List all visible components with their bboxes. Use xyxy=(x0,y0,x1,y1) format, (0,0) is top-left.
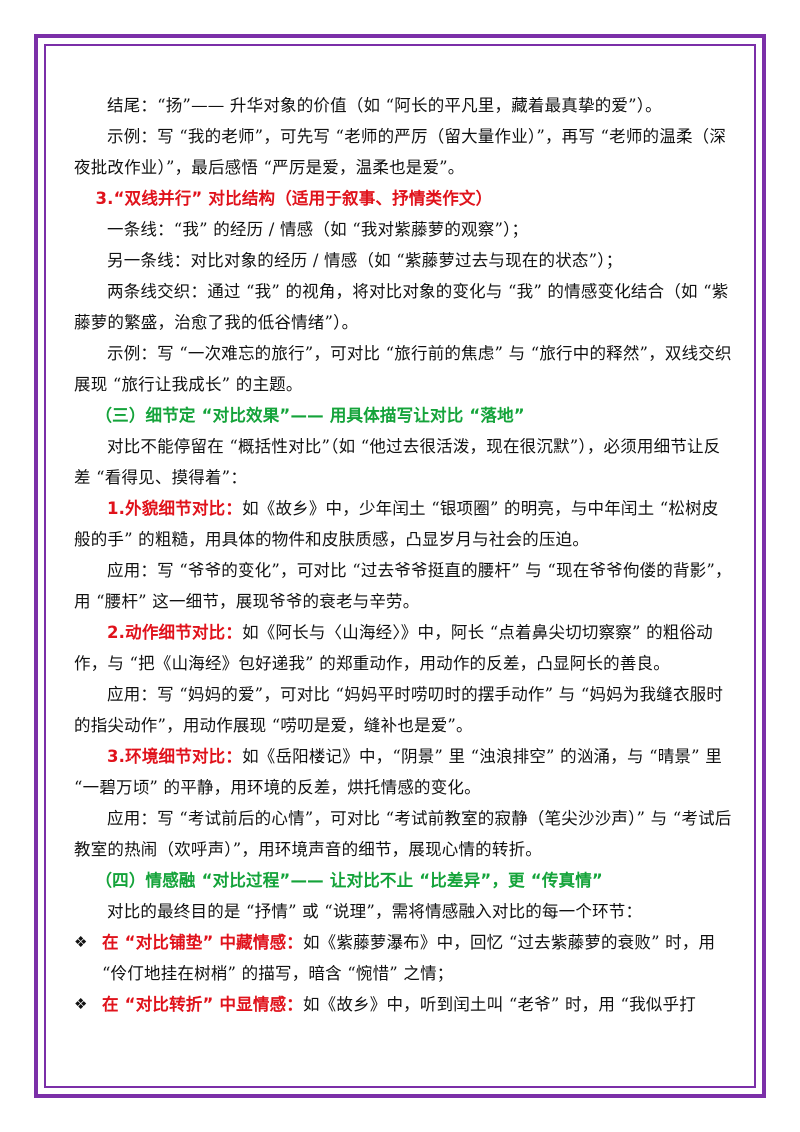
item-environment-label: 3.环境细节对比： xyxy=(107,747,243,766)
item-appearance-label: 1.外貌细节对比： xyxy=(107,499,243,518)
bullet-item-turn: ❖ 在 “对比转折” 中显情感：如《故乡》中，听到闰土叫 “老爷” 时，用 “我似… xyxy=(74,989,734,1020)
paragraph-details-intro: 对比不能停留在 “概括性对比”（如 “他过去很活泼，现在很沉默”），必须用细节让… xyxy=(74,437,721,487)
item-action-text: 如《阿长与〈山海经〉》中，阿长 “点着鼻尖切切察察” 的粗俗动作，与 “把《山海… xyxy=(74,623,713,673)
paragraph-line-two: 另一条线：对比对象的经历 / 情感（如 “紫藤萝过去与现在的状态”）； xyxy=(107,251,623,270)
document-body: 结尾：“扬”—— 升华对象的价值（如 “阿长的平凡里，藏着最真挚的爱”）。 示例… xyxy=(74,90,734,1020)
page-border-inner xyxy=(44,44,756,1088)
item-appearance-text: 如《故乡》中，少年闰土 “银项圈” 的明亮，与中年闰土 “松树皮般的手” 的粗糙… xyxy=(74,499,719,549)
bullet-item-setup: ❖ 在 “对比铺垫” 中藏情感：如《紫藤萝瀑布》中，回忆 “过去紫藤萝的衰败” 时… xyxy=(74,927,734,989)
diamond-bullet-icon: ❖ xyxy=(74,995,88,1013)
paragraph-example-trip: 示例：写 “一次难忘的旅行”，可对比 “旅行前的焦虑” 与 “旅行中的释然”，双… xyxy=(74,344,732,394)
paragraph-ending: 结尾：“扬”—— 升华对象的价值（如 “阿长的平凡里，藏着最真挚的爱”）。 xyxy=(107,96,662,115)
paragraph-lines-interweave: 两条线交织：通过 “我” 的视角，将对比对象的变化与 “我” 的情感变化结合（如… xyxy=(74,282,729,332)
bullet-turn-text: 如《故乡》中，听到闰土叫 “老爷” 时，用 “我似乎打 xyxy=(302,995,696,1014)
paragraph-application-grandpa: 应用：写 “爷爷的变化”，可对比 “过去爷爷挺直的腰杆” 与 “现在爷爷佝偻的背… xyxy=(74,561,732,611)
heading-double-line: 3.“双线并行” 对比结构（适用于叙事、抒情类作文） xyxy=(95,189,493,208)
section-heading-details: （三）细节定 “对比效果”—— 用具体描写让对比 “落地” xyxy=(95,406,525,425)
paragraph-application-exam: 应用：写 “考试前后的心情”，可对比 “考试前教室的寂静（笔尖沙沙声）” 与 “… xyxy=(74,809,732,859)
item-environment-text: 如《岳阳楼记》中，“阴景” 里 “浊浪排空” 的汹涌，与 “晴景” 里 “一碧万… xyxy=(74,747,722,797)
paragraph-application-mom: 应用：写 “妈妈的爱”，可对比 “妈妈平时唠叨时的摆手动作” 与 “妈妈为我缝衣… xyxy=(74,685,724,735)
page-border-outer xyxy=(34,34,766,1098)
bullet-setup-text: 如《紫藤萝瀑布》中，回忆 “过去紫藤萝的衰败” 时，用 “伶仃地挂在树梢” 的描… xyxy=(102,933,716,983)
paragraph-emotion-intro: 对比的最终目的是 “抒情” 或 “说理”，需将情感融入对比的每一个环节： xyxy=(107,902,643,921)
diamond-bullet-icon: ❖ xyxy=(74,933,88,951)
section-heading-emotion: （四）情感融 “对比过程”—— 让对比不止 “比差异”，更 “传真情” xyxy=(95,871,603,890)
bullet-turn-label: 在 “对比转折” 中显情感： xyxy=(102,995,303,1014)
paragraph-line-one: 一条线：“我” 的经历 / 情感（如 “我对紫藤萝的观察”）； xyxy=(107,220,529,239)
item-appearance-detail: 1.外貌细节对比：如《故乡》中，少年闰土 “银项圈” 的明亮，与中年闰土 “松树… xyxy=(74,493,734,555)
paragraph-example-teacher: 示例：写 “我的老师”，可先写 “老师的严厉（留大量作业）”，再写 “老师的温柔… xyxy=(74,127,727,177)
item-action-label: 2.动作细节对比： xyxy=(107,623,243,642)
item-environment-detail: 3.环境细节对比：如《岳阳楼记》中，“阴景” 里 “浊浪排空” 的汹涌，与 “晴… xyxy=(74,741,734,803)
item-action-detail: 2.动作细节对比：如《阿长与〈山海经〉》中，阿长 “点着鼻尖切切察察” 的粗俗动… xyxy=(74,617,734,679)
bullet-setup-label: 在 “对比铺垫” 中藏情感： xyxy=(102,933,303,952)
